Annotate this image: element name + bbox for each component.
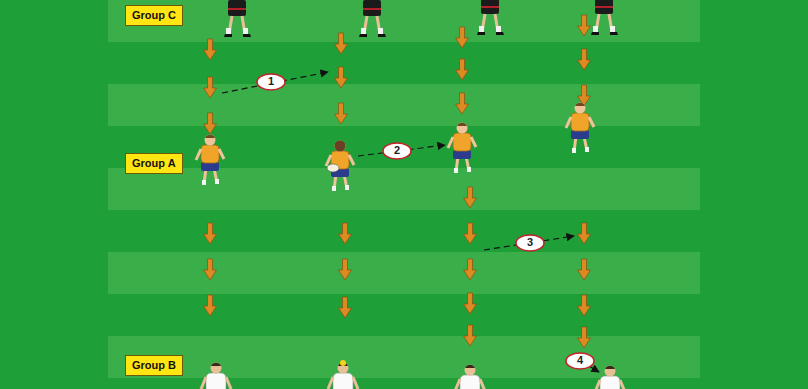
callout-oval: 4 [565,352,595,370]
group-name: Group B [126,356,182,375]
group-label: Group A [125,153,183,174]
callout-number: 3 [515,234,545,250]
group-name: Group C [126,6,182,25]
callout-oval: 2 [382,142,412,160]
callout-oval: 3 [515,234,545,252]
callout-number: 2 [382,142,412,158]
group-name: Group A [126,154,182,173]
group-label: Group C [125,5,183,26]
group-label: Group B [125,355,183,376]
callout-number: 1 [256,73,286,89]
callout-oval: 1 [256,73,286,91]
callout-number: 4 [565,352,595,368]
